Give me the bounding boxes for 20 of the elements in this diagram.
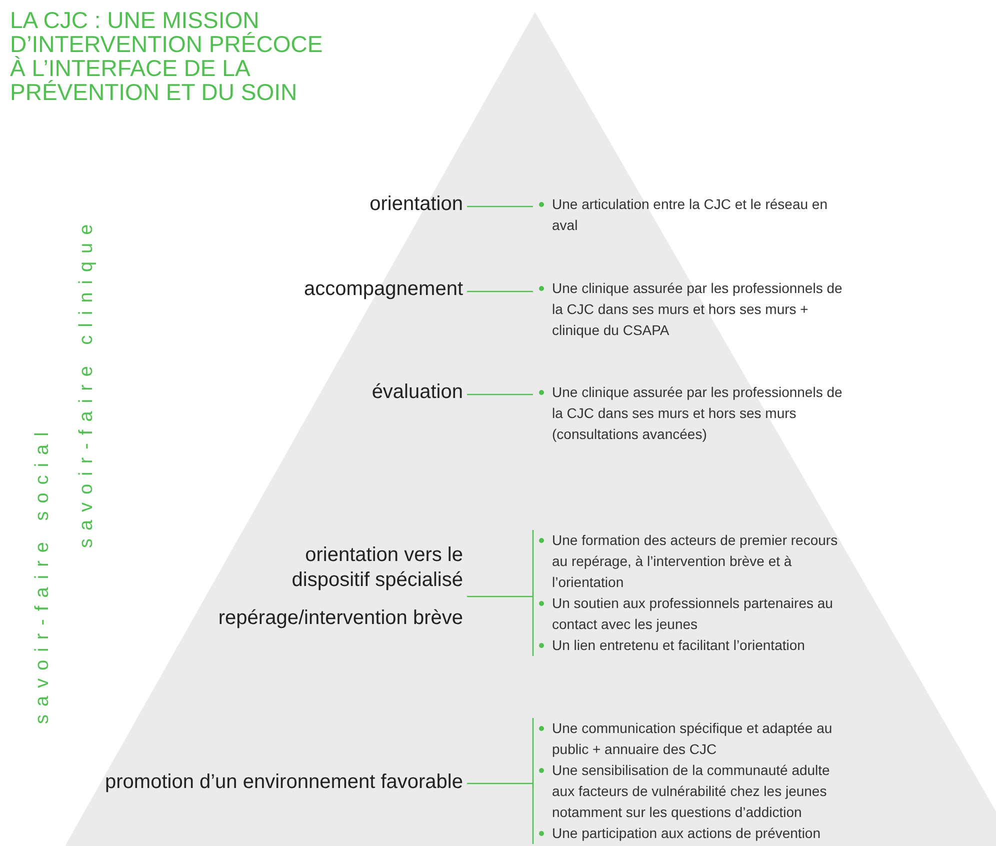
bullet-text: Une sensibilisation de la communauté adulte aux facteurs de vulnérabilité chez les jeunes notamment sur les questions d’addiction bbox=[552, 762, 830, 820]
axis-label: savoir-faire clinique bbox=[76, 216, 98, 548]
title: LA CJC : UNE MISSION D’INTERVENTION PRÉCOCE À L’INTERFACE DE LA PRÉVENTION ET DU SOIN bbox=[10, 8, 324, 104]
axis-label: savoir-faire social bbox=[32, 424, 54, 724]
level-label: orientation bbox=[23, 192, 463, 217]
bullet-text: Une communication spécifique et adaptée au public + annuaire des CJC bbox=[552, 720, 832, 757]
level-label: promotion d’un environnement favorable bbox=[23, 770, 463, 795]
level-label: orientation vers le dispositif spécialisé bbox=[243, 543, 463, 593]
leader-line bbox=[467, 394, 533, 396]
leader-line bbox=[466, 717, 534, 845]
bullet-text: Un lien entretenu et facilitant l’orientation bbox=[552, 637, 805, 653]
bullet-text: Une clinique assurée par les professionnels de la CJC dans ses murs et hors ses murs + clinique du CSAPA bbox=[552, 280, 842, 338]
bullet-text: Une articulation entre la CJC et le réseau en aval bbox=[552, 196, 828, 233]
bullet-text: Une formation des acteurs de premier recours au repérage, à l’intervention brève et à l’orientation bbox=[552, 532, 838, 590]
bullet-text: Un soutien aux professionnels partenaires au contact avec les jeunes bbox=[552, 595, 833, 632]
bullet-text: Une participation aux actions de prévention bbox=[552, 825, 821, 841]
bullet-text: Une clinique assurée par les professionnels de la CJC dans ses murs et hors ses murs (consultations avancées) bbox=[552, 384, 842, 442]
leader-line bbox=[466, 529, 534, 657]
leader-line bbox=[467, 290, 533, 292]
leader-line bbox=[467, 206, 533, 208]
